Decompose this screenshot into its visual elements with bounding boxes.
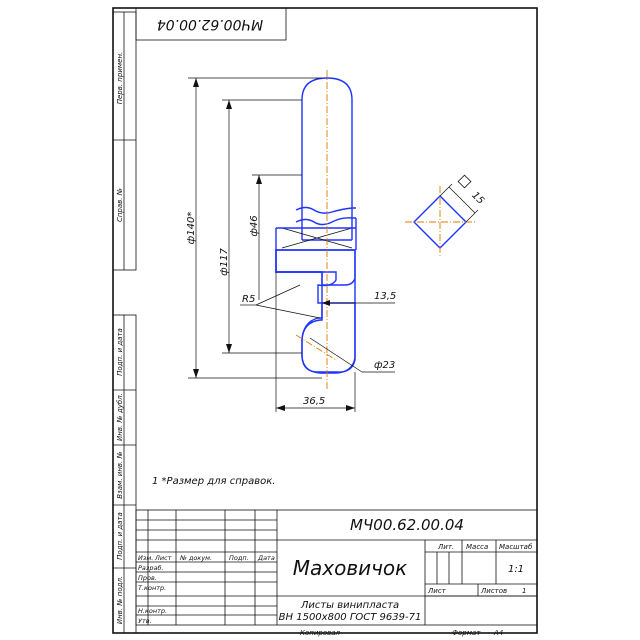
format-value: A4 <box>493 629 503 637</box>
sheet-frame <box>112 7 538 634</box>
dim-r5-label: R5 <box>242 294 255 305</box>
square-ext-2 <box>465 209 479 223</box>
part-section <box>275 70 357 390</box>
hdr-massa: Масса <box>466 543 488 551</box>
section-inner-step <box>275 250 323 285</box>
row-razrab: Разраб. <box>138 564 164 572</box>
break-line-bottom <box>295 217 356 226</box>
side-stamp-lower: Подп. и дата Инв. № дубл. Взам. инв. № П… <box>112 314 137 634</box>
dimensions: ф140* ф117 ф46 R5 13,5 ф23 36,5 <box>186 77 396 412</box>
title-block-frame <box>135 509 538 626</box>
material-line-1: Листы винипласта <box>300 600 399 611</box>
col-izm: Изм. <box>138 554 153 562</box>
dim-sq15-label: 15 <box>469 190 486 207</box>
kopiroval-label: Копировал <box>300 629 341 637</box>
row-tkontr: Т.контр. <box>138 584 166 592</box>
hatched-section <box>275 249 356 373</box>
break-line-top <box>295 206 356 214</box>
dim-d117-label: ф117 <box>219 248 230 276</box>
listov-label: Листов <box>480 587 507 595</box>
square-symbol <box>457 174 472 189</box>
col-data: Дата <box>257 554 275 562</box>
col-doc: № докум. <box>179 554 212 562</box>
inv-podl-label: Инв. № подл. <box>116 576 124 624</box>
col-podp: Подп. <box>229 554 249 562</box>
perv-primen-label: Перв. примен. <box>116 52 124 105</box>
scale-value: 1:1 <box>508 564 524 575</box>
title-block: Изм. Лист № докум. Подп. Дата Разраб. Пр… <box>135 509 538 637</box>
row-nkontr: Н.контр. <box>138 607 167 615</box>
rim-axis-diagonal <box>295 334 337 361</box>
listov-value: 1 <box>522 587 526 595</box>
dim-d46-label: ф46 <box>249 215 260 236</box>
material-line-2: ВН 1500х800 ГОСТ 9639-71 <box>279 612 422 623</box>
inv-dubl-label: Инв. № дубл. <box>116 393 124 441</box>
format-label: Формат <box>452 629 481 637</box>
side-stamp-lower-outer <box>112 314 137 634</box>
arrow-d46 <box>256 175 262 184</box>
r5-leader-2 <box>255 304 321 319</box>
podp-data-1-label: Подп. и дата <box>116 328 124 376</box>
vzam-inv-label: Взам. инв. № <box>116 451 124 499</box>
r5-leader-1 <box>255 284 301 306</box>
dim-36-5-label: 36,5 <box>303 396 325 407</box>
top-doc-code: МЧ00.62.00.04 <box>157 16 263 32</box>
row-prov: Пров. <box>138 574 157 582</box>
side-stamp-upper-outer <box>112 11 137 271</box>
dim-d23-label: ф23 <box>374 360 395 371</box>
flat-mark-line-2 <box>281 227 353 249</box>
arrows-36-5 <box>276 405 355 411</box>
hdr-masshtab: Масштаб <box>499 543 533 551</box>
hdr-lit: Лит. <box>437 543 454 551</box>
side-stamp-upper: Перв. примен. Справ. № <box>112 11 137 271</box>
sprav-no-label: Справ. № <box>116 188 124 222</box>
part-name: Маховичок <box>293 556 408 580</box>
doc-code: МЧ00.62.00.04 <box>350 516 464 534</box>
dim-13-5-label: 13,5 <box>374 291 396 302</box>
shaft-outline <box>301 77 353 240</box>
row-utv: Утв. <box>138 617 152 625</box>
square-view: 15 <box>405 174 486 258</box>
square-ext-1 <box>439 183 453 197</box>
dim-d140-label: ф140* <box>186 212 197 245</box>
reference-note: 1 *Размер для справок. <box>152 476 275 487</box>
list-label: Лист <box>427 587 447 595</box>
podp-data-2-label: Подп. и дата <box>116 512 124 560</box>
leader-d23 <box>309 337 363 373</box>
arrow-13-5 <box>322 300 330 306</box>
hatched-section-outline <box>275 249 356 374</box>
square-dimline <box>448 186 476 214</box>
col-list: Лист <box>154 554 172 562</box>
